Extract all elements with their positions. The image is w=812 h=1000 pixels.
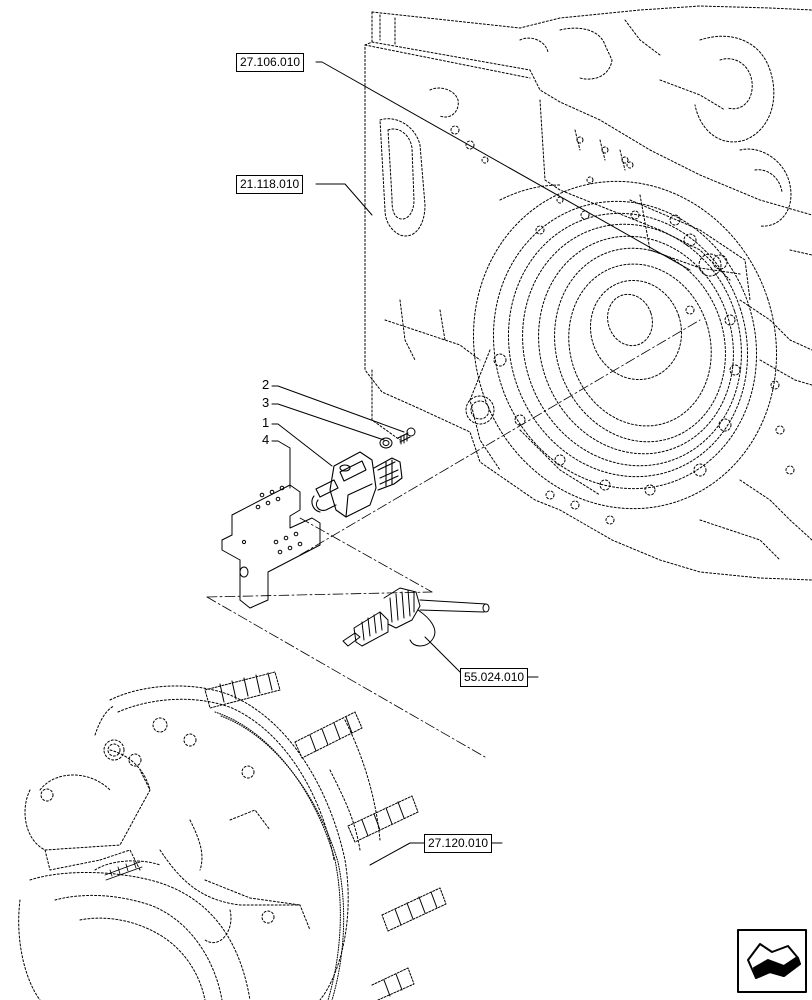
item-number-2: 2: [262, 377, 270, 392]
item-number-1: 1: [262, 415, 270, 430]
sensor-harness: [342, 587, 490, 647]
tone-wheel: [214, 711, 345, 1000]
bearing-bore: [469, 180, 777, 510]
screw: [397, 427, 416, 445]
reference-label-27-120-010[interactable]: 27.120.010: [424, 834, 493, 853]
center-line: [206, 319, 701, 758]
wheel-studs: [204, 671, 447, 1000]
next-page-arrow-icon[interactable]: [737, 929, 807, 993]
reference-label-21-118-010[interactable]: 21.118.010: [236, 175, 304, 194]
reference-label-55-024-010[interactable]: 55.024.010: [460, 668, 529, 687]
item-number-4: 4: [262, 432, 270, 447]
reference-label-27-106-010[interactable]: 27.106.010: [236, 53, 305, 72]
leader-lines: [271, 61, 691, 866]
transmission-housing: [364, 5, 812, 581]
housing-right-side: [699, 249, 812, 561]
bracket: [221, 484, 321, 609]
axle-hub: [18, 685, 381, 1000]
washer: [379, 437, 393, 449]
item-number-3: 3: [262, 395, 270, 410]
speed-sensor: [311, 451, 403, 518]
flange-bolt-holes: [465, 210, 795, 525]
hub-marking: [104, 861, 143, 881]
